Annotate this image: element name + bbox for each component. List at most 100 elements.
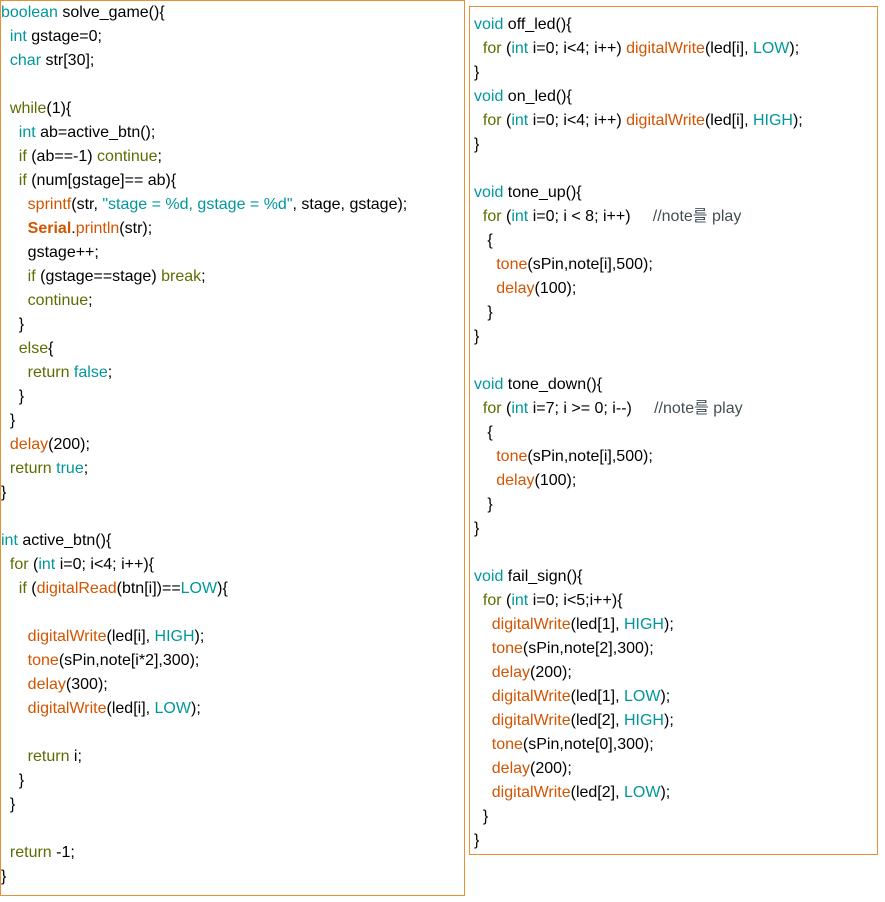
code-token <box>474 736 492 753</box>
code-token <box>1 28 10 45</box>
code-token <box>474 592 483 609</box>
code-token: ( <box>28 556 39 573</box>
code-token: } <box>1 796 16 813</box>
code-token <box>1 676 28 693</box>
code-line: tone(sPin,note[i],500); <box>474 253 803 277</box>
code-token: LOW <box>623 784 661 801</box>
code-line: if (num[gstage]== ab){ <box>1 169 407 193</box>
code-token: ; <box>157 148 162 165</box>
code-token <box>1 748 28 765</box>
code-token <box>1 628 28 645</box>
code-token: ); <box>789 40 800 57</box>
code-token: tone_up(){ <box>503 184 582 201</box>
code-token <box>1 268 28 285</box>
code-token <box>474 112 483 129</box>
code-token: digitalWrite <box>491 688 571 705</box>
code-token: for <box>482 208 502 225</box>
code-token <box>1 364 28 381</box>
code-line: return false; <box>1 361 407 385</box>
code-line: char str[30]; <box>1 49 407 73</box>
code-token <box>474 256 496 273</box>
code-token: i=0; i<4; i++){ <box>55 556 154 573</box>
code-token: ; <box>83 460 89 477</box>
code-token <box>1 340 19 357</box>
code-token: ( <box>501 112 512 129</box>
code-token: int <box>511 400 529 417</box>
code-line: for (int i=0; i<4; i++) digitalWrite(led… <box>474 37 803 61</box>
code-line: digitalWrite(led[i], HIGH); <box>1 625 407 649</box>
code-line: return true; <box>1 457 407 481</box>
code-line: return -1; <box>1 841 407 865</box>
code-token: (sPin,note[2],300); <box>522 640 654 657</box>
code-token: i; <box>69 748 82 765</box>
code-token: } <box>1 484 7 501</box>
code-token: (100); <box>534 280 577 297</box>
code-token: off_led(){ <box>503 16 572 33</box>
code-token: delay <box>27 676 66 693</box>
code-line: } <box>474 517 803 541</box>
code-token: i=0; i<4; i++) <box>528 40 627 57</box>
code-token: else <box>18 340 49 357</box>
code-line <box>1 73 407 97</box>
code-token: void <box>474 184 504 201</box>
code-token: delay <box>496 472 535 489</box>
code-token: digitalWrite <box>491 616 571 633</box>
code-line: tone(sPin,note[0],300); <box>474 733 803 757</box>
code-token: ); <box>663 712 674 729</box>
code-token: (ab==-1) <box>26 148 98 165</box>
code-token: println <box>75 220 120 237</box>
code-token: if <box>18 172 27 189</box>
code-token <box>474 208 483 225</box>
code-token: LOW <box>154 700 191 717</box>
code-line: } <box>474 301 803 325</box>
code-token: } <box>1 388 25 405</box>
code-line: } <box>1 865 407 889</box>
code-token <box>1 436 10 453</box>
code-token <box>474 616 492 633</box>
code-line: if (digitalRead(btn[i])==LOW){ <box>1 577 407 601</box>
code-token: (100); <box>534 472 577 489</box>
code-token: HIGH <box>623 616 664 633</box>
code-token: ); <box>194 628 205 645</box>
code-token <box>1 100 10 117</box>
code-token: Serial <box>27 220 72 237</box>
code-token: (sPin,note[i],500); <box>527 256 653 273</box>
code-token <box>474 664 492 681</box>
code-line: int ab=active_btn(); <box>1 121 407 145</box>
code-token: continue <box>27 292 89 309</box>
code-line: } <box>1 385 407 409</box>
code-token: (str, <box>71 196 103 213</box>
code-token: } <box>474 304 493 321</box>
code-token: . <box>71 220 76 237</box>
code-token: ( <box>501 400 512 417</box>
code-token: (led[i], <box>704 112 753 129</box>
code-token: fail_sign(){ <box>503 568 583 585</box>
code-token: digitalWrite <box>491 712 571 729</box>
code-token: digitalWrite <box>491 784 571 801</box>
code-line: delay(200); <box>474 661 803 685</box>
code-token: tone <box>491 736 523 753</box>
code-line: void tone_up(){ <box>474 181 803 205</box>
code-token: } <box>474 520 480 537</box>
code-token <box>1 700 28 717</box>
code-token: } <box>474 496 493 513</box>
code-token <box>1 292 28 309</box>
code-token: delay <box>491 664 531 681</box>
code-token: } <box>474 832 480 849</box>
code-token: delay <box>9 436 49 453</box>
code-token: } <box>474 136 480 153</box>
code-token: on_led(){ <box>503 88 572 105</box>
code-line: } <box>1 769 407 793</box>
code-token: { <box>48 340 54 357</box>
code-token: digitalWrite <box>626 40 705 57</box>
code-token: i=0; i<5;i++){ <box>528 592 623 609</box>
code-token: (led[i], <box>106 700 155 717</box>
code-line: } <box>1 481 407 505</box>
left-code-block: boolean solve_game(){ int gstage=0; char… <box>1 1 407 889</box>
code-token: LOW <box>180 580 218 597</box>
code-token: digitalRead <box>36 580 117 597</box>
code-line: { <box>474 421 803 445</box>
code-line: if (gstage==stage) break; <box>1 265 407 289</box>
code-token <box>474 760 492 777</box>
code-token: return <box>9 460 52 477</box>
